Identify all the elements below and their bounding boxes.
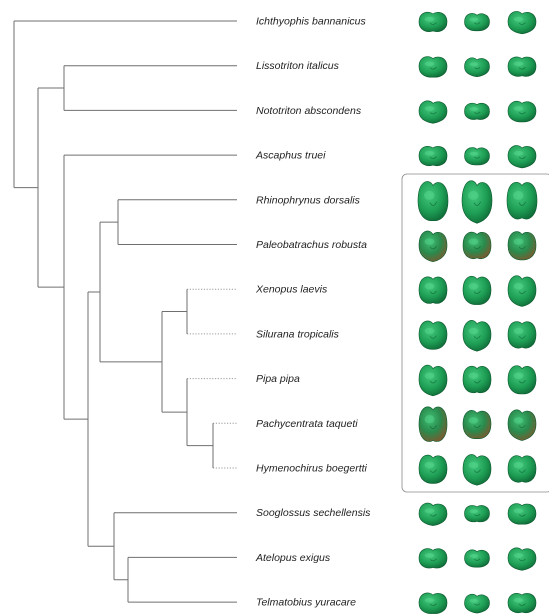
3d-model-view [507, 321, 537, 349]
taxon-label: Nototriton abscondens [256, 105, 362, 117]
3d-model-view [507, 11, 537, 35]
phylogenetic-tree [13, 20, 237, 603]
3d-model-view [507, 409, 537, 441]
3d-model-view [506, 182, 538, 220]
3d-model-view [507, 593, 537, 614]
3d-model-view [418, 364, 448, 397]
3d-model-view [462, 454, 492, 486]
taxon-label: Rhinophrynus dorsalis [256, 194, 361, 206]
taxon-label: Sooglossus sechellensis [256, 507, 371, 519]
taxon-label: Ascaphus truei [255, 150, 326, 162]
3d-model-view [418, 100, 448, 124]
3d-model-view [418, 320, 448, 350]
3d-model-view [507, 275, 537, 307]
3d-model-view [418, 276, 448, 304]
model-columns [417, 11, 538, 614]
3d-model-view [418, 502, 448, 526]
taxon-label: Hymenochirus boegertti [256, 463, 368, 475]
taxon-label: Atelopus exigus [255, 552, 331, 564]
3d-model-view [507, 231, 537, 261]
3d-model-view [418, 146, 448, 167]
taxon-label: Pipa pipa [256, 373, 300, 385]
3d-model-view [507, 365, 537, 395]
3d-model-view [507, 145, 537, 169]
taxon-label: Lissotriton italicus [256, 60, 340, 72]
3d-model-view [507, 100, 537, 123]
3d-model-view [507, 547, 537, 571]
3d-model-view [464, 549, 490, 568]
highlight-frame [401, 173, 549, 493]
3d-model-view [417, 181, 449, 221]
taxon-label: Xenopus laevis [255, 284, 328, 296]
3d-model-view [462, 231, 492, 259]
3d-model-view [418, 230, 448, 263]
3d-model-view [464, 593, 490, 614]
3d-model-view [464, 102, 490, 120]
3d-model-view [507, 503, 537, 525]
3d-model-view [418, 406, 448, 442]
taxon-label: Silurana tropicalis [256, 328, 340, 340]
taxon-label: Telmatobius yuracare [256, 597, 356, 609]
3d-model-view [418, 56, 448, 78]
taxon-label: Ichthyophis bannanicus [256, 16, 366, 28]
3d-model-view [462, 410, 492, 439]
3d-model-view [418, 592, 448, 614]
3d-model-view [462, 276, 492, 305]
3d-model-view [464, 147, 490, 166]
3d-model-view [464, 57, 490, 78]
3d-model-view [464, 505, 490, 523]
3d-model-view [461, 180, 493, 224]
3d-model-view [418, 548, 448, 569]
3d-model-view [418, 454, 448, 484]
3d-model-view [418, 11, 448, 32]
3d-model-view [507, 56, 537, 77]
taxon-label: Pachycentrata taqueti [256, 418, 358, 430]
3d-model-view [462, 320, 492, 352]
3d-model-view [462, 365, 492, 394]
taxon-label: Paleobatrachus robusta [256, 239, 367, 251]
3d-model-view [507, 455, 537, 483]
3d-model-view [464, 13, 490, 32]
